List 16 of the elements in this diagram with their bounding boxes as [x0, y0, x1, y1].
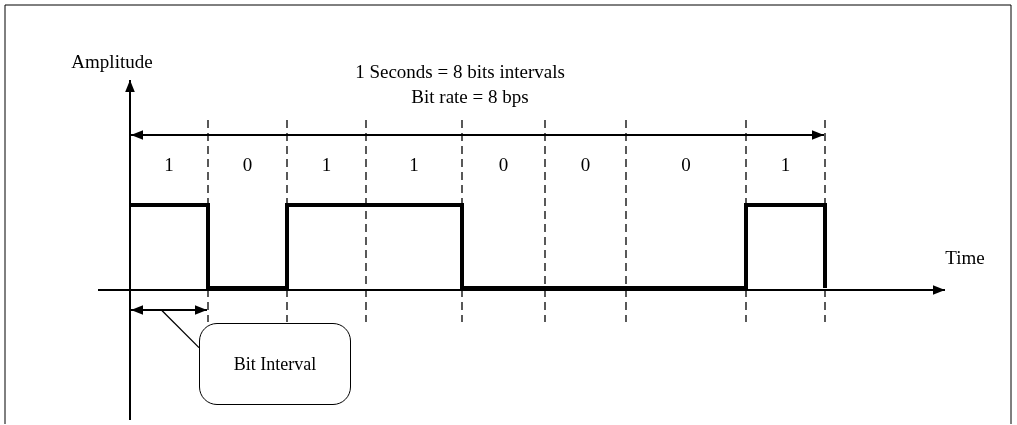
leader-line — [160, 309, 200, 349]
bit-value: 0 — [681, 154, 691, 176]
heading-text: Bit rate = 8 bps — [411, 86, 529, 108]
axis-label: Amplitude — [71, 51, 153, 73]
bit-value: 1 — [321, 154, 332, 176]
bit-value: 1 — [164, 154, 174, 176]
callout-text: Bit Interval — [233, 353, 317, 375]
dimension-line — [130, 305, 208, 315]
bit-value: 1 — [780, 154, 791, 176]
callout-bubble — [199, 323, 351, 405]
axis-label: Time — [945, 247, 985, 269]
heading-text: 1 Seconds = 8 bits intervals — [355, 61, 565, 83]
bit-value: 0 — [580, 154, 591, 176]
bit-value: 1 — [409, 154, 419, 176]
bit-value: 0 — [498, 154, 509, 176]
bit-value: 0 — [242, 154, 253, 176]
